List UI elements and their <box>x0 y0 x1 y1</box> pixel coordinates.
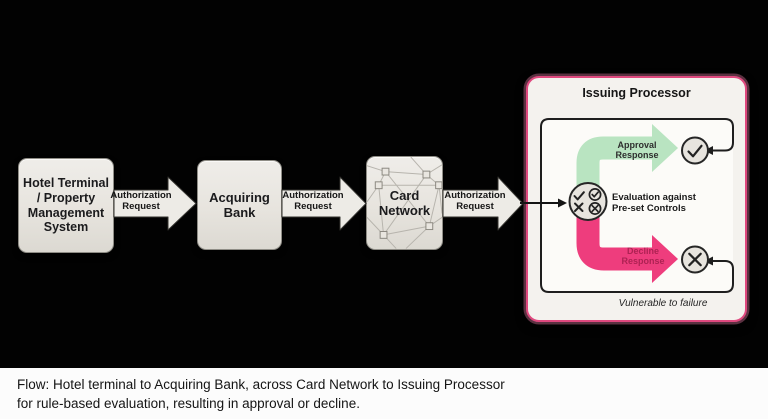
diagram-artwork <box>113 118 734 293</box>
authorization-arrow-2 <box>281 176 367 231</box>
circled-cross-icon <box>588 202 602 215</box>
decline-cross-icon <box>681 245 709 274</box>
node-card-network: Card Network <box>366 156 443 250</box>
figure-caption: Flow: Hotel terminal to Acquiring Bank, … <box>0 368 768 419</box>
decline-arrow <box>576 198 678 283</box>
node-acquiring-bank: Acquiring Bank <box>197 160 282 250</box>
figure-caption-line2: for rule-based evaluation, resulting in … <box>17 395 360 411</box>
cross-icon <box>574 202 584 212</box>
figure-caption-line1: Flow: Hotel terminal to Acquiring Bank, … <box>17 377 505 392</box>
evaluation-label-line1: Evaluation against <box>612 192 696 203</box>
authorization-request-label-3: Authorization Request <box>444 190 506 212</box>
circled-check-icon <box>588 188 602 201</box>
evaluation-label-line2: Pre-set Controls <box>612 203 686 215</box>
node-hotel-terminal: Hotel Terminal / Property Management Sys… <box>18 158 114 253</box>
node-hotel-terminal-label: Hotel Terminal / Property Management Sys… <box>23 176 109 235</box>
approval-arrow <box>576 124 678 206</box>
node-acquiring-bank-label: Acquiring Bank <box>209 189 270 220</box>
authorization-request-label-2: Authorization Request <box>282 190 344 212</box>
entry-arrow <box>520 198 567 208</box>
issuing-processor-title: Issuing Processor <box>582 86 691 100</box>
approval-check-icon <box>681 136 709 165</box>
evaluation-controls-icon <box>568 182 608 221</box>
approval-response-label: Approval Response <box>615 140 659 161</box>
authorization-arrow-3 <box>442 176 524 231</box>
authorization-arrow-1 <box>113 176 197 231</box>
card-network-pattern <box>367 157 442 249</box>
decline-response-label: Decline Response <box>621 246 665 267</box>
node-card-network-label: Card Network <box>378 187 431 218</box>
evaluation-label: Evaluation against Pre-set Controls <box>612 192 708 214</box>
authorization-request-label-1: Authorization Request <box>110 190 172 212</box>
vulnerable-to-failure-note: Vulnerable to failure <box>618 298 708 309</box>
check-icon <box>573 191 585 201</box>
